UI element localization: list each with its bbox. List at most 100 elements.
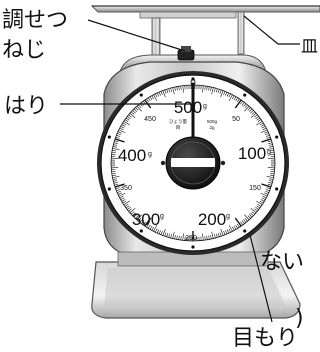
dial-tick	[228, 228, 231, 233]
dial-tick	[215, 233, 218, 238]
leader-plate	[243, 15, 279, 45]
dial-tick	[139, 219, 143, 223]
dial-label-400-unit: g	[148, 151, 152, 158]
dial-tick	[234, 99, 242, 109]
dial-tick	[251, 211, 256, 215]
dial-tick	[132, 212, 136, 216]
dial-tick	[259, 200, 264, 204]
dial-tick	[114, 183, 119, 186]
dial-tick	[133, 214, 138, 218]
dial-tick	[219, 232, 222, 237]
dial-tick	[156, 229, 160, 234]
dial-tick	[112, 178, 117, 180]
dial-tick	[129, 208, 136, 213]
dial-tick	[162, 228, 166, 236]
label-adjust-knob-line2: ねじ	[2, 38, 46, 63]
dial-tick	[223, 230, 226, 235]
adjust-knob	[177, 46, 195, 61]
dial-tick	[122, 200, 127, 204]
dial-tick	[136, 105, 142, 112]
dial-tick	[244, 105, 250, 112]
dial-tick	[255, 206, 259, 210]
dial-tick	[178, 86, 180, 91]
dial-tick	[248, 108, 253, 112]
dial-tick	[151, 95, 154, 100]
dial-tick	[130, 211, 135, 215]
dial-tick	[265, 190, 269, 193]
dial-tick	[125, 205, 130, 209]
dial-division-label: 目	[176, 125, 181, 131]
dial-tick	[172, 87, 175, 95]
dial-tick	[226, 229, 230, 234]
dial-tick	[261, 138, 272, 143]
dial-tick	[241, 220, 245, 224]
dial-tick	[180, 236, 182, 241]
dial-label-450: 450	[144, 116, 156, 123]
dial-tick	[228, 225, 233, 232]
dial-tick	[265, 189, 270, 192]
dial-tick	[176, 86, 178, 91]
dial-tick	[202, 233, 204, 241]
dial-tick	[243, 219, 247, 223]
dial-tick	[117, 192, 122, 195]
dial-tick	[256, 117, 261, 121]
dial-tick	[268, 180, 273, 182]
dial-tick	[269, 146, 274, 148]
dial-tick	[115, 136, 120, 139]
dial-tick	[217, 89, 220, 94]
dial-tick	[220, 228, 224, 236]
dial-tick	[266, 136, 271, 139]
dial-tick	[210, 86, 212, 91]
leader-adjust-knob	[87, 19, 186, 52]
dial-tick	[168, 233, 171, 238]
dial-tick	[132, 110, 136, 114]
dial-tick	[244, 214, 250, 221]
side-text-fragment: ない	[260, 250, 305, 275]
dial-label-50: 50	[232, 116, 240, 123]
dial-tick	[261, 197, 266, 200]
dial-tick	[128, 114, 132, 118]
dial-tick	[123, 120, 130, 126]
dial-tick	[269, 178, 274, 180]
dial-tick	[112, 146, 117, 148]
dial-tick	[129, 113, 136, 118]
dial-tick	[125, 117, 130, 121]
dial-capacity-label: ひょう量	[169, 118, 187, 125]
dial-tick	[226, 92, 230, 97]
dial-tick	[147, 97, 151, 102]
dial-tick	[233, 96, 237, 101]
dial-tick	[112, 176, 120, 178]
dial-tick	[260, 192, 268, 197]
dial-marker	[243, 229, 247, 233]
dial-label-300: 300	[132, 210, 160, 229]
dial-tick	[155, 228, 158, 233]
dial-tick	[158, 91, 161, 96]
dial-tick	[114, 140, 119, 143]
dial-tick	[250, 212, 254, 216]
center-knob	[160, 136, 226, 190]
dial-tick	[168, 88, 171, 93]
dial-tick	[237, 98, 240, 103]
callout-scale-marks: 目もり	[232, 234, 298, 351]
dial-label-350: 350	[120, 185, 132, 192]
dial-marker	[139, 93, 143, 97]
dial-tick	[144, 217, 152, 227]
dial-tick	[240, 100, 244, 105]
dial-tick	[170, 234, 172, 239]
dial-tick	[128, 208, 132, 212]
dial-tick	[112, 148, 120, 150]
dial-tick	[204, 85, 206, 90]
dial-tick	[135, 107, 139, 111]
dial-tick	[270, 151, 275, 154]
dial-tick	[149, 225, 153, 230]
dial-tick	[225, 230, 228, 235]
plate	[90, 5, 320, 61]
dial-tick	[235, 224, 239, 229]
dial-tick	[250, 113, 257, 118]
dial-tick	[178, 235, 180, 240]
dial-tick	[260, 199, 265, 202]
dial-tick	[210, 235, 212, 240]
dial-tick	[123, 200, 130, 206]
dial-tick	[147, 224, 151, 229]
dial-tick	[214, 87, 216, 92]
